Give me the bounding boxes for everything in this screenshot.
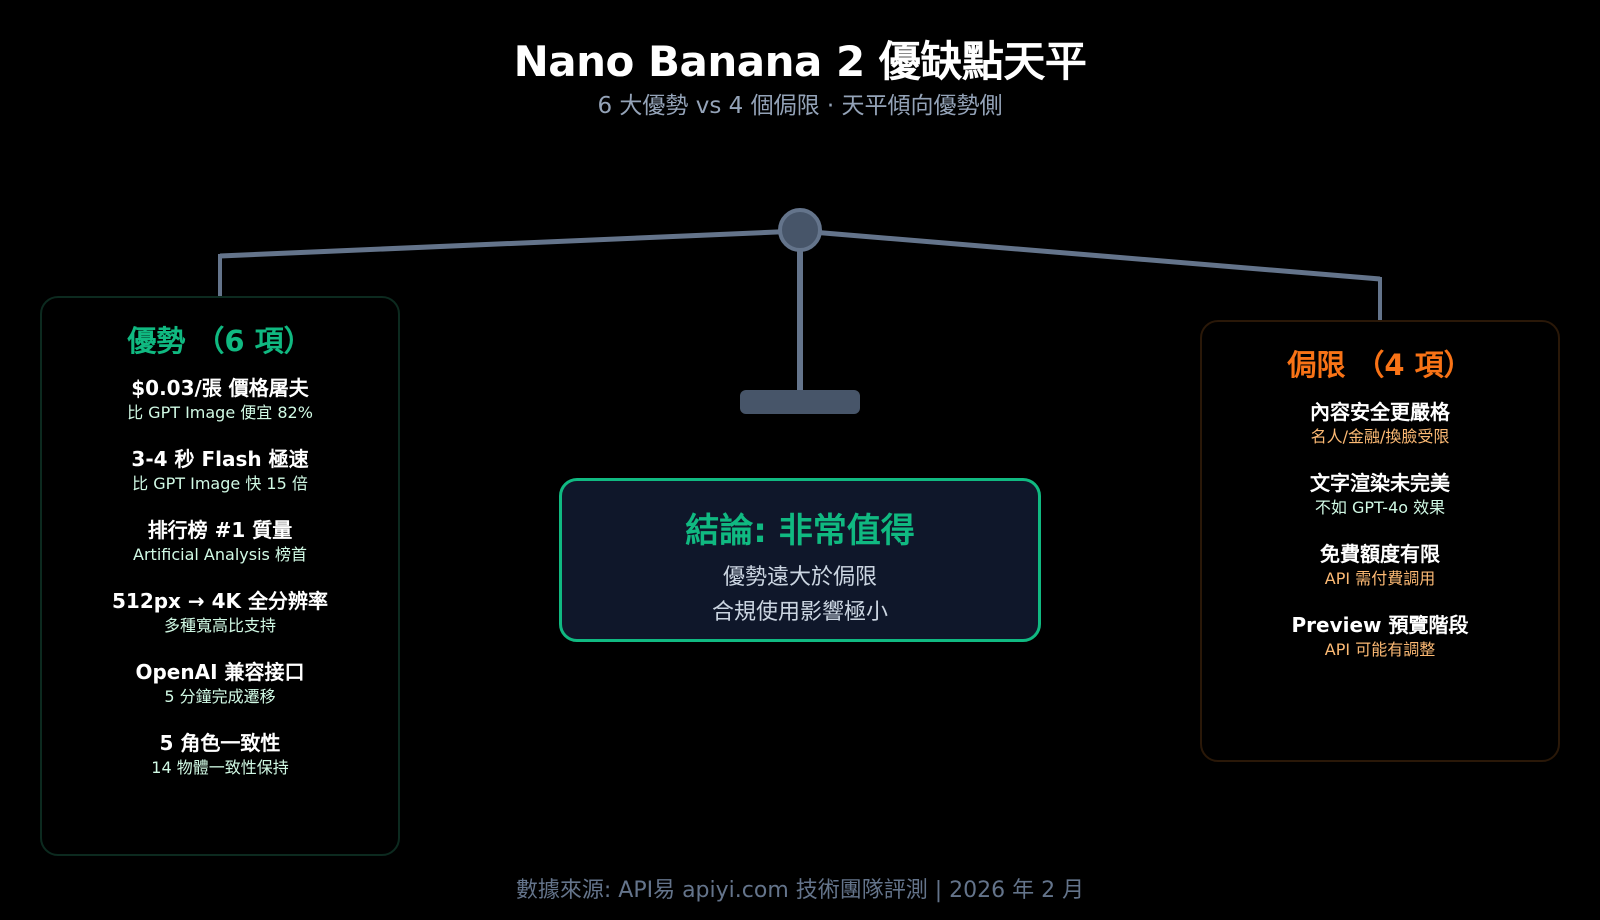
cons-item-detail: API 需付費調用 xyxy=(1324,569,1436,588)
pros-item-detail: 14 物體一致性保持 xyxy=(151,758,289,777)
conclusion-title: 結論: 非常值得 xyxy=(685,511,915,551)
cons-item: 免費額度有限 API 需付費調用 xyxy=(1202,540,1558,590)
pros-item-detail: 多種寬高比支持 xyxy=(163,616,276,635)
cons-item-title: 免費額度有限 xyxy=(1320,542,1440,566)
cons-item-detail: API 可能有調整 xyxy=(1324,640,1436,659)
scale-pivot xyxy=(778,208,822,252)
pros-heading: 優勢 （6 項） xyxy=(127,324,313,358)
conclusion-line: 優勢遠大於侷限 xyxy=(722,565,877,590)
pros-item: 5 角色一致性 14 物體一致性保持 xyxy=(42,729,398,779)
cons-item: Preview 預覽階段 API 可能有調整 xyxy=(1202,611,1558,661)
cons-item-detail: 名人/金融/換臉受限 xyxy=(1310,427,1450,446)
cons-item-title: 內容安全更嚴格 xyxy=(1310,400,1450,424)
pros-item: 排行榜 #1 質量 Artificial Analysis 榜首 xyxy=(42,516,398,566)
pros-item-title: 3-4 秒 Flash 極速 xyxy=(131,447,309,471)
pros-item: 3-4 秒 Flash 極速 比 GPT Image 快 15 倍 xyxy=(42,445,398,495)
conclusion-box: 結論: 非常值得 優勢遠大於侷限 合規使用影響極小 xyxy=(559,478,1041,642)
pros-item: OpenAI 兼容接口 5 分鐘完成遷移 xyxy=(42,658,398,708)
pros-item-title: OpenAI 兼容接口 xyxy=(135,660,305,684)
cons-item-title: Preview 預覽階段 xyxy=(1291,613,1469,637)
pros-panel: 優勢 （6 項） $0.03/張 價格屠夫 比 GPT Image 便宜 82%… xyxy=(40,296,400,856)
page-title: Nano Banana 2 優缺點天平 xyxy=(513,37,1087,86)
page-subtitle: 6 大優勢 vs 4 個侷限 · 天平傾向優勢側 xyxy=(597,93,1003,119)
cons-item-detail: 不如 GPT-4o 效果 xyxy=(1314,498,1446,517)
source-footer: 數據來源: API易 apiyi.com 技術團隊評測 | 2026 年 2 月 xyxy=(515,878,1085,903)
pros-item-detail: 比 GPT Image 便宜 82% xyxy=(127,403,313,422)
cons-item: 內容安全更嚴格 名人/金融/換臉受限 xyxy=(1202,398,1558,448)
scale-beam-left xyxy=(219,228,801,259)
pros-item-detail: 比 GPT Image 快 15 倍 xyxy=(132,474,308,493)
pros-item-detail: Artificial Analysis 榜首 xyxy=(133,545,307,564)
cons-heading: 侷限 （4 項） xyxy=(1287,348,1473,382)
pros-item-title: 5 角色一致性 xyxy=(159,731,281,755)
pros-item: $0.03/張 價格屠夫 比 GPT Image 便宜 82% xyxy=(42,374,398,424)
scale-base xyxy=(740,390,860,414)
conclusion-line: 合規使用影響極小 xyxy=(711,600,888,625)
cons-item-title: 文字渲染未完美 xyxy=(1310,471,1450,495)
pros-item-detail: 5 分鐘完成遷移 xyxy=(164,687,276,706)
pros-item-title: 排行榜 #1 質量 xyxy=(147,518,293,542)
pros-item: 512px → 4K 全分辨率 多種寬高比支持 xyxy=(42,587,398,637)
scale-beam-right xyxy=(799,228,1381,282)
cons-item: 文字渲染未完美 不如 GPT-4o 效果 xyxy=(1202,469,1558,519)
cons-panel: 侷限 （4 項） 內容安全更嚴格 名人/金融/換臉受限 文字渲染未完美 不如 G… xyxy=(1200,320,1560,762)
pros-item-title: $0.03/張 價格屠夫 xyxy=(131,376,309,400)
pros-item-title: 512px → 4K 全分辨率 xyxy=(111,589,329,613)
